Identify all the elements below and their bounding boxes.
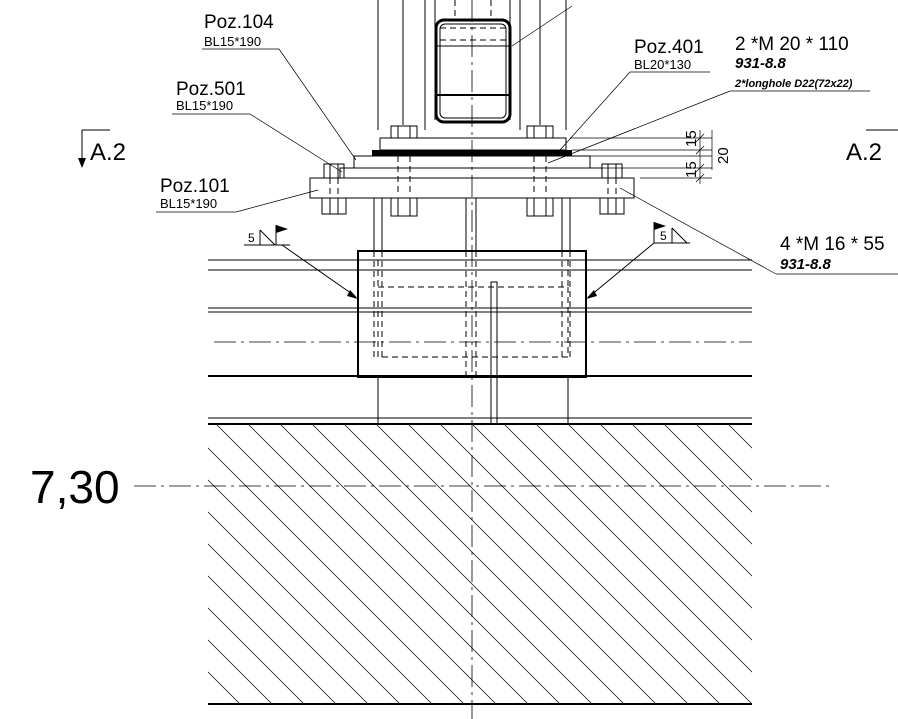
label-bolt-bottom: 4 *M 16 * 55 931-8.8 xyxy=(619,187,898,275)
dimension-block: 15 15 20 xyxy=(570,130,732,184)
bolt-bottom-spec: 4 *M 16 * 55 xyxy=(780,234,885,255)
dimension-15-bottom: 15 xyxy=(683,161,700,178)
label-poz101: Poz.101 BL15*190 xyxy=(156,176,319,213)
bolt-outer-left xyxy=(321,163,347,215)
weld-size-left: 5 xyxy=(248,231,255,245)
section-mark-left: A.2 xyxy=(78,129,126,168)
bolt-top-left xyxy=(390,125,418,217)
bolt-bottom-grade: 931-8.8 xyxy=(780,256,832,273)
poz501-name: Poz.501 xyxy=(176,79,246,100)
section-label-left: A.2 xyxy=(90,139,126,166)
label-poz501: Poz.501 BL15*190 xyxy=(172,79,343,173)
section-mark-right: A.2 xyxy=(846,129,898,166)
level-value: 7,30 xyxy=(30,461,120,513)
bolt-top-grade: 931-8.8 xyxy=(735,55,787,72)
weld-symbol-right: 5 xyxy=(586,222,690,299)
poz101-name: Poz.101 xyxy=(160,176,230,197)
steel-column xyxy=(377,0,567,130)
dimension-15-top: 15 xyxy=(683,130,700,147)
foundation-hatch xyxy=(208,424,752,705)
bolt-top-right xyxy=(526,125,554,217)
poz104-name: Poz.104 xyxy=(204,12,274,33)
poz101-spec: BL15*190 xyxy=(160,196,217,211)
bolt-top-spec: 2 *M 20 * 110 xyxy=(735,34,849,55)
dimension-20: 20 xyxy=(715,147,732,164)
section-label-right: A.2 xyxy=(846,139,882,166)
label-poz104: Poz.104 BL15*190 xyxy=(202,12,357,161)
bolt-outer-right xyxy=(599,163,625,215)
label-bolt-top: 2 *M 20 * 110 931-8.8 2*longhole D22(72x… xyxy=(511,5,870,164)
slab-lines xyxy=(208,259,752,425)
bolt-top-note: 2*longhole D22(72x22) xyxy=(734,78,853,90)
weld-symbol-left: 5 xyxy=(244,225,358,299)
poz401-name: Poz.401 xyxy=(634,37,704,58)
weld-size-right: 5 xyxy=(660,229,667,243)
poz104-spec: BL15*190 xyxy=(204,34,261,49)
label-poz401: Poz.401 BL20*130 xyxy=(559,37,710,151)
poz401-spec: BL20*130 xyxy=(634,57,691,72)
poz501-spec: BL15*190 xyxy=(176,98,233,113)
